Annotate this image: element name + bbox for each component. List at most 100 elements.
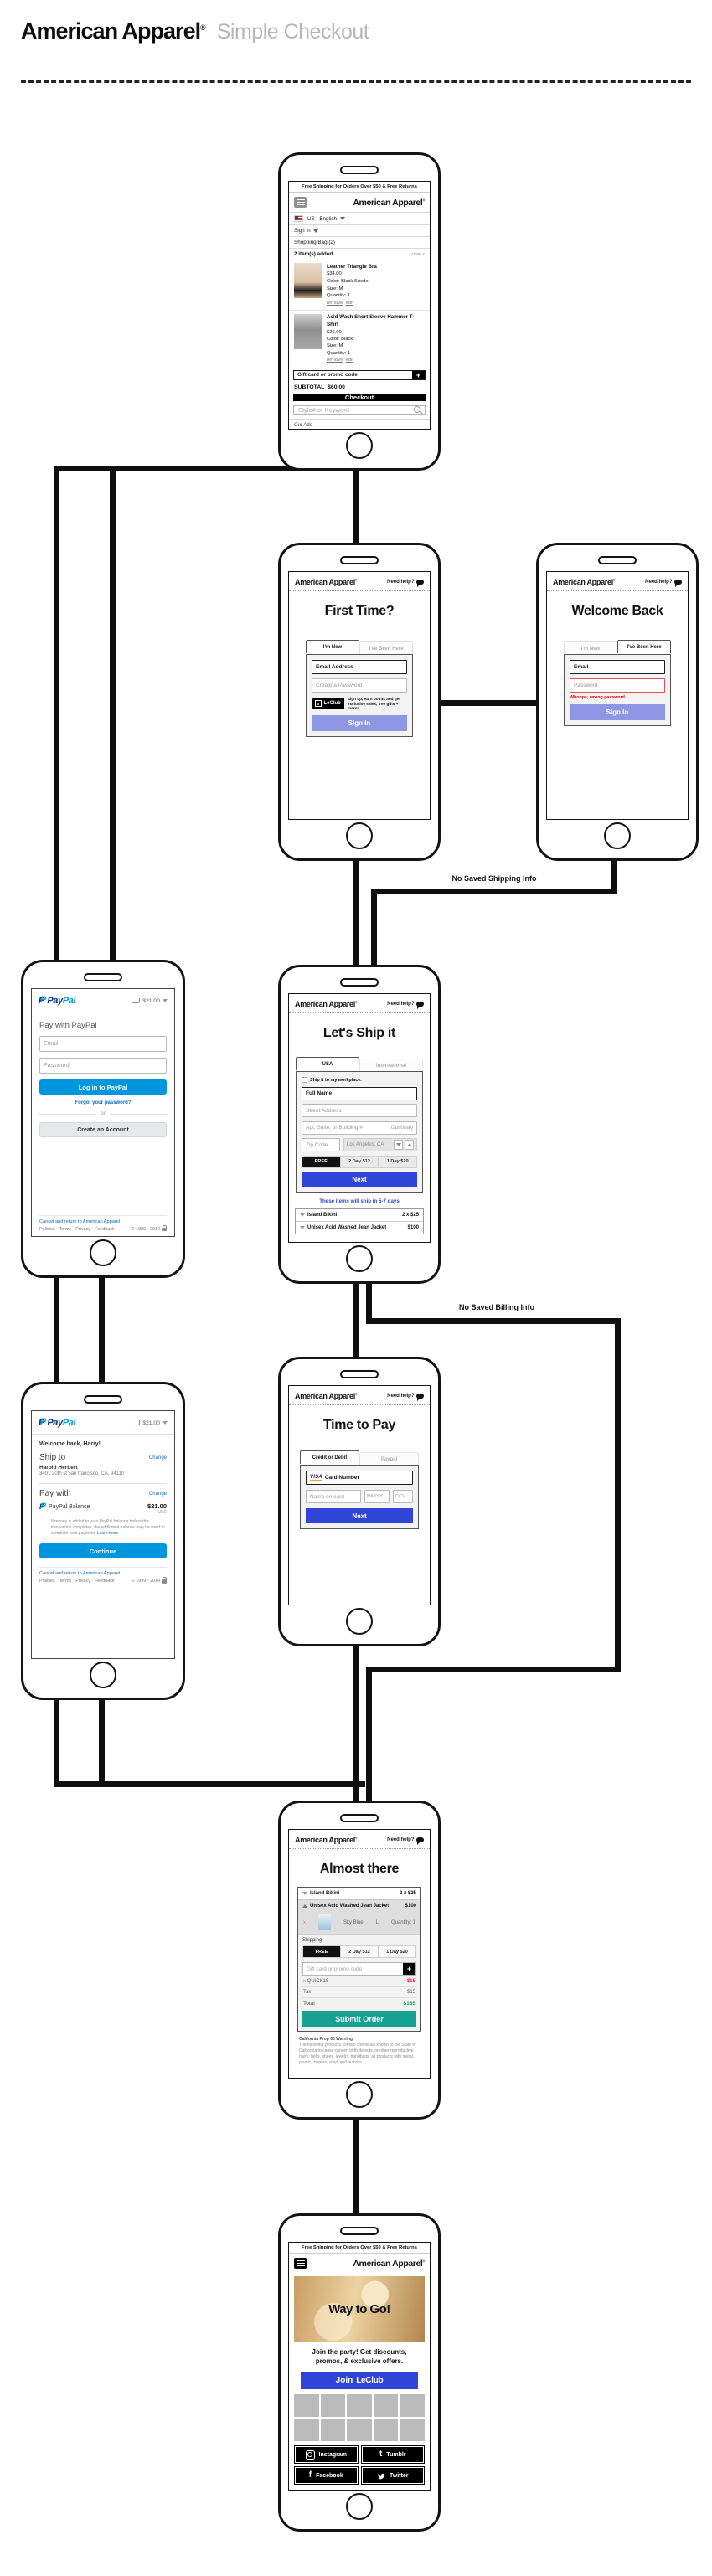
- option-free[interactable]: FREE: [302, 1156, 340, 1167]
- city-select[interactable]: Los Angeles, CA: [343, 1138, 417, 1151]
- tab-paypal[interactable]: Paypal: [359, 1452, 419, 1466]
- name-on-card-field[interactable]: Name on card: [306, 1490, 361, 1503]
- stepper-up-icon[interactable]: [405, 1140, 414, 1150]
- summary-row[interactable]: Unisex Acid Washed Jean Jacket $100: [296, 1221, 423, 1234]
- option-1day[interactable]: 1 Day $20: [378, 1156, 416, 1167]
- summary-row-expanded[interactable]: Unisex Acid Washed Jean Jacket $100: [298, 1899, 420, 1912]
- change-payment-link[interactable]: Change: [148, 1491, 167, 1497]
- cart-total[interactable]: $21.00: [131, 1418, 168, 1426]
- tab-usa[interactable]: USA: [296, 1057, 359, 1070]
- continue-button[interactable]: Continue: [39, 1543, 167, 1559]
- tab-im-new[interactable]: I'm New: [306, 640, 359, 653]
- create-account-button[interactable]: Create an Account: [39, 1122, 167, 1137]
- our-ads-link[interactable]: Our Ads: [289, 418, 430, 429]
- next-button[interactable]: Next: [306, 1508, 413, 1523]
- hamburger-menu-icon[interactable]: [294, 2258, 307, 2269]
- tab-credit-debit[interactable]: Credit or Debit: [300, 1450, 359, 1464]
- promo-code-input[interactable]: Gift card or promo code +: [302, 1962, 416, 1976]
- grid-photo[interactable]: [400, 2419, 425, 2441]
- tab-international[interactable]: International: [359, 1059, 423, 1072]
- tab-been-here[interactable]: I've Been Here: [359, 641, 413, 655]
- remove-link[interactable]: remove: [327, 301, 343, 307]
- tab-im-new[interactable]: I'm New: [564, 641, 617, 655]
- sign-in-button[interactable]: Sign In: [312, 714, 407, 731]
- option-free[interactable]: FREE: [303, 1946, 340, 1957]
- tab-been-here[interactable]: I've Been Here: [617, 640, 671, 653]
- change-shipping-link[interactable]: Change: [148, 1455, 167, 1461]
- search-input[interactable]: Style# or Keyword: [293, 404, 426, 415]
- email-field[interactable]: Email: [570, 660, 665, 674]
- plus-icon[interactable]: +: [412, 370, 425, 379]
- summary-row[interactable]: Island Bikini 2 x $25: [296, 1209, 423, 1221]
- edit-link[interactable]: edit: [345, 358, 353, 363]
- grid-photo[interactable]: [400, 2394, 425, 2417]
- submit-order-button[interactable]: Submit Order: [302, 2011, 416, 2027]
- email-field[interactable]: Email: [39, 1036, 167, 1052]
- cancel-return-link[interactable]: Cancel and return to American Apparel: [39, 1571, 121, 1577]
- need-help-link[interactable]: Need help?: [387, 580, 424, 587]
- grid-photo[interactable]: [347, 2419, 372, 2441]
- promo-code-input[interactable]: Gift card or promo code +: [293, 369, 426, 380]
- option-2day[interactable]: 2 Day $12: [339, 1156, 379, 1167]
- cart-total[interactable]: $21.00: [131, 996, 168, 1004]
- ccv-field[interactable]: CCV: [393, 1490, 413, 1503]
- expiry-field[interactable]: MM/YY: [364, 1490, 390, 1503]
- checkbox-icon[interactable]: [302, 1077, 307, 1083]
- stepper-down-icon[interactable]: [394, 1140, 403, 1150]
- locale-selector[interactable]: US - English: [289, 212, 430, 224]
- plus-icon[interactable]: +: [403, 1963, 415, 1975]
- forgot-password-link[interactable]: Forgot your password?: [75, 1100, 132, 1105]
- sign-in-button[interactable]: Sign In: [570, 704, 665, 720]
- policies-link[interactable]: Policies: [39, 1227, 55, 1232]
- password-field[interactable]: Password: [39, 1058, 167, 1074]
- need-help-link[interactable]: Need help?: [645, 580, 682, 587]
- zip-code-field[interactable]: Zip Code: [302, 1138, 340, 1151]
- summary-row[interactable]: Island Bikini 2 x $25: [298, 1888, 420, 1899]
- privacy-link[interactable]: Privacy: [75, 1579, 90, 1584]
- grid-photo[interactable]: [347, 2394, 372, 2417]
- grid-photo[interactable]: [320, 2394, 346, 2417]
- grid-photo[interactable]: [294, 2394, 319, 2417]
- terms-link[interactable]: Terms: [59, 1227, 72, 1232]
- grid-photo[interactable]: [373, 2394, 399, 2417]
- policies-link[interactable]: Policies: [39, 1579, 55, 1584]
- need-help-link[interactable]: Need help?: [387, 1002, 424, 1009]
- remove-item-icon[interactable]: x: [303, 1919, 306, 1925]
- social-instagram-button[interactable]: Instagram: [294, 2445, 359, 2464]
- sign-in-menu[interactable]: Sign In: [289, 224, 430, 236]
- feedback-link[interactable]: Feedback: [94, 1579, 115, 1584]
- shopping-bag-row[interactable]: Shopping Bag (2): [289, 236, 430, 248]
- next-button[interactable]: Next: [302, 1172, 417, 1187]
- remove-promo-icon[interactable]: x: [303, 1979, 307, 1984]
- grid-photo[interactable]: [320, 2419, 346, 2441]
- paypal-login-button[interactable]: Log in to PayPal: [39, 1079, 167, 1095]
- password-field[interactable]: Password: [570, 678, 665, 693]
- full-name-field[interactable]: Full Name: [302, 1086, 417, 1100]
- apt-field[interactable]: Apt, Suite, or Building #(Optional): [302, 1121, 417, 1135]
- checkout-button[interactable]: Checkout: [293, 393, 426, 401]
- workplace-checkbox-row[interactable]: Ship it to my workplace.: [302, 1077, 417, 1083]
- card-number-field[interactable]: VISA Card Number: [306, 1471, 413, 1485]
- option-2day[interactable]: 2 Day $12: [340, 1946, 378, 1957]
- need-help-link[interactable]: Need help?: [387, 1394, 424, 1401]
- need-help-link[interactable]: Need help?: [387, 1837, 424, 1845]
- password-field[interactable]: Create a Password: [312, 678, 407, 693]
- street-address-field[interactable]: Street Address: [302, 1104, 417, 1117]
- grid-photo[interactable]: [294, 2419, 319, 2441]
- privacy-link[interactable]: Privacy: [75, 1227, 90, 1232]
- close-icon[interactable]: close x: [411, 251, 425, 257]
- social-twitter-button[interactable]: Twitter: [360, 2466, 425, 2485]
- hamburger-menu-icon[interactable]: [294, 197, 307, 208]
- terms-link[interactable]: Terms: [59, 1579, 72, 1584]
- remove-link[interactable]: remove: [327, 358, 343, 363]
- option-1day[interactable]: 1 Day $20: [378, 1946, 415, 1957]
- feedback-link[interactable]: Feedback: [94, 1227, 115, 1232]
- grid-photo[interactable]: [373, 2419, 399, 2441]
- cancel-return-link[interactable]: Cancel and return to American Apparel: [39, 1219, 121, 1224]
- email-field[interactable]: Email Address: [312, 660, 407, 674]
- learn-more-link[interactable]: Learn more: [96, 1530, 119, 1536]
- edit-link[interactable]: edit: [345, 301, 353, 307]
